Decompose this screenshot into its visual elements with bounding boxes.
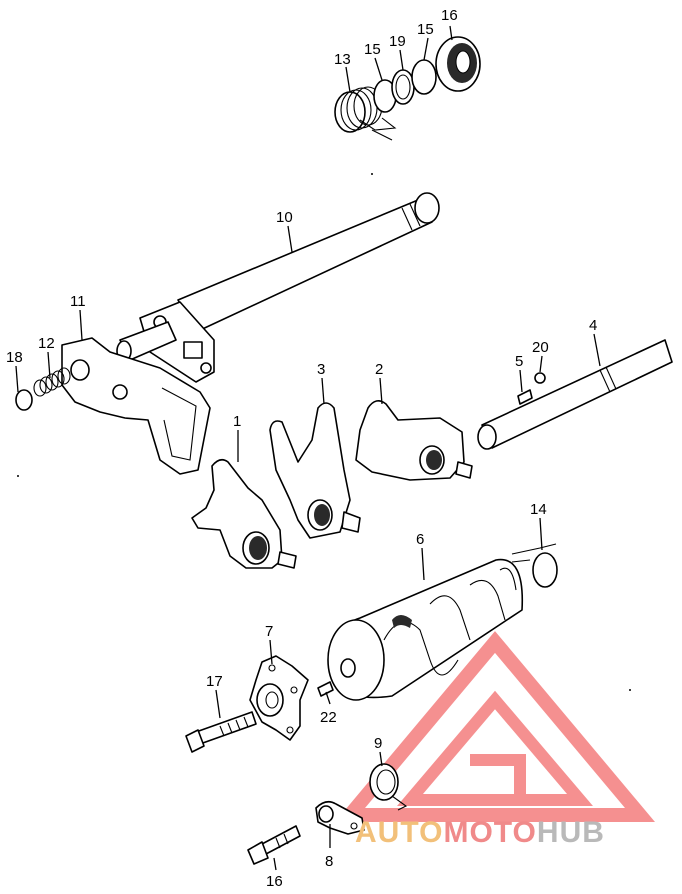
part-22-pin [317, 681, 334, 697]
watermark-logo [334, 631, 656, 822]
callout-16: 16 [441, 7, 458, 24]
callout-12: 12 [38, 335, 55, 352]
part-18-bolt [185, 711, 257, 753]
part-4-fork-shaft [477, 339, 673, 450]
callout-21: 20 [532, 339, 549, 356]
part-15-washer-b [411, 59, 437, 95]
watermark-text: AUTOMOTOHUB [355, 816, 605, 849]
callout-17: 16 [266, 873, 283, 890]
part-6-shift-drum [327, 558, 524, 701]
part-12-spring [33, 367, 71, 397]
callout-15a: 15 [364, 41, 381, 58]
callout-3: 3 [317, 361, 325, 378]
callout-9: 9 [374, 735, 382, 752]
callout-18: 17 [206, 673, 223, 690]
callout-6: 6 [416, 531, 424, 548]
part-17-bolt [247, 825, 301, 865]
callout-8: 8 [325, 853, 333, 870]
callout-11: 11 [70, 293, 86, 310]
part-2-shift-fork [355, 400, 473, 481]
callout-13: 13 [334, 51, 351, 68]
part-3-shift-fork [269, 402, 361, 539]
callout-5: 5 [515, 353, 523, 370]
part-8-arm [315, 800, 365, 835]
svg-text:AUTOMOTOHUB: AUTOMOTOHUB [355, 816, 605, 849]
callout-1: 1 [233, 413, 241, 430]
part-1-shift-fork [191, 458, 297, 569]
watermark-moto: MOTO [443, 816, 536, 849]
part-7-stopper-plate [249, 655, 309, 741]
part-9-spring [369, 763, 408, 811]
callout-22: 22 [320, 709, 337, 726]
watermark-auto: AUTO [355, 816, 443, 849]
callout-7: 7 [265, 623, 273, 640]
part-19-clip [15, 389, 33, 411]
callout-19: 18 [6, 349, 23, 366]
part-20-circlip [391, 69, 415, 105]
callout-20: 19 [389, 33, 406, 50]
watermark-hub: HUB [537, 816, 605, 849]
part-10-shift-spindle [116, 192, 440, 383]
leader-lines [15, 25, 601, 871]
part-11-shift-arm [61, 337, 211, 475]
part-21-ball [534, 372, 546, 384]
part-5-pin [517, 389, 533, 405]
callout-labels: 13 15 19 15 16 10 11 12 18 3 2 1 5 20 4 … [6, 7, 597, 890]
part-16-oil-seal [435, 36, 481, 92]
callout-15b: 15 [417, 21, 434, 38]
callout-4: 4 [589, 317, 597, 334]
part-14-clip [511, 543, 558, 588]
callout-10: 10 [276, 209, 293, 226]
callout-14: 14 [530, 501, 547, 518]
callout-2: 2 [375, 361, 383, 378]
